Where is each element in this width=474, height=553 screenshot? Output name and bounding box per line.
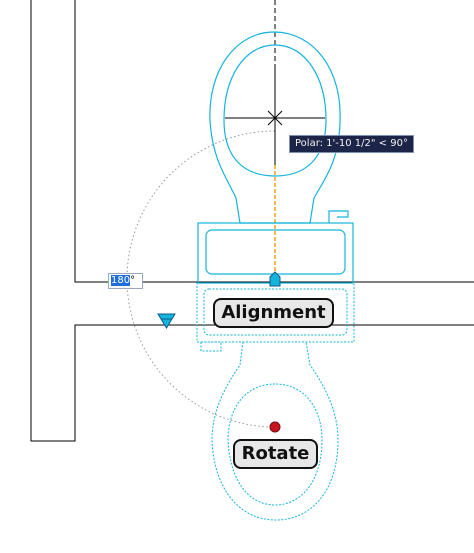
rotation-center-icon[interactable] (269, 421, 281, 433)
angle-suffix: ° (130, 275, 136, 286)
wall-linework (30, 0, 474, 442)
rotate-label: Rotate (233, 439, 318, 469)
crosshair-cursor-icon (225, 68, 325, 165)
angle-value[interactable]: 180 (111, 275, 131, 286)
insertion-grip-icon[interactable] (269, 271, 281, 287)
toilet-selected (196, 282, 355, 521)
rotation-arc (126, 130, 276, 428)
polar-tooltip: Polar: 1'-10 1/2" < 90° (289, 135, 414, 153)
flip-grip-icon[interactable] (157, 313, 176, 329)
alignment-label: Alignment (213, 298, 334, 328)
angle-input[interactable]: 180° (108, 273, 143, 289)
